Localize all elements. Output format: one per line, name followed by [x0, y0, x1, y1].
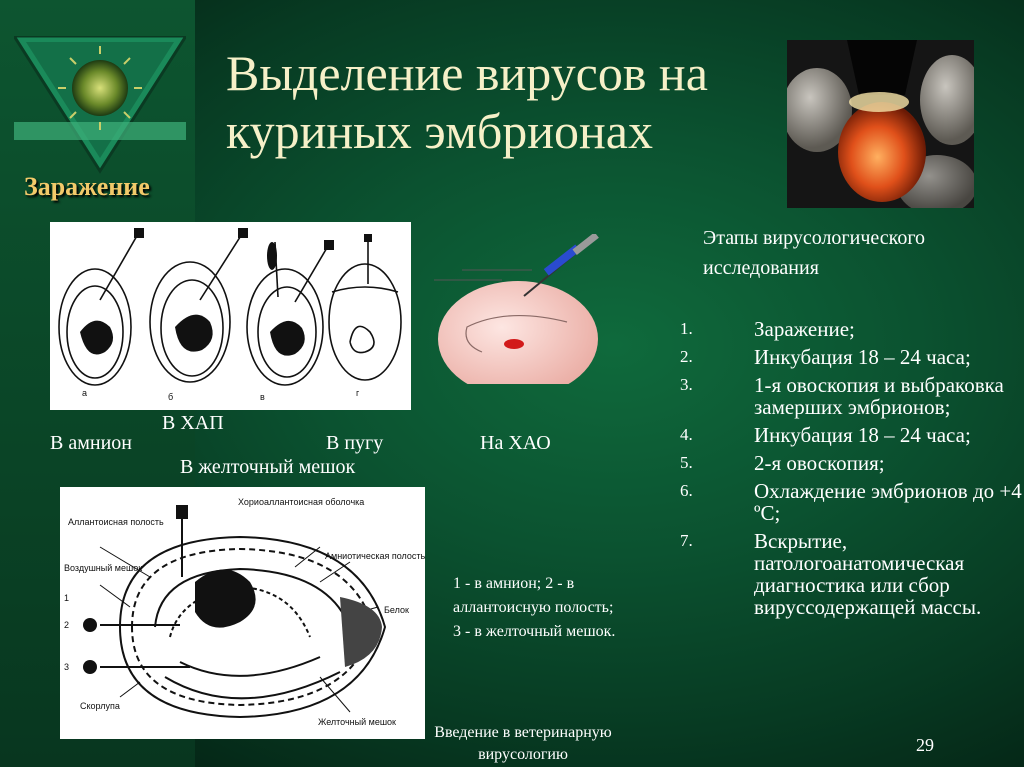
- injection-routes-figure: а б в г: [50, 222, 411, 410]
- list-item: 4.Инкубация 18 – 24 часа;: [680, 423, 971, 447]
- list-item: 3.1-я овоскопия и выбраковка замерших эм…: [680, 373, 1004, 419]
- page-title: Выделение вирусов на куриных эмбрионах: [226, 44, 846, 160]
- title-line-2: куриных эмбрионах: [226, 103, 654, 159]
- list-item: 6.Охлаждение эмбрионов до +4 ºС;: [680, 479, 1022, 525]
- virus-logo-icon: [14, 36, 186, 174]
- list-item: 5.2-я овоскопия;: [680, 451, 885, 475]
- fig2-label-allantois: Аллантоисная полость: [68, 517, 164, 527]
- list-item: 7.Вскрытие, патологоанатомическая диагно…: [680, 529, 982, 619]
- egg-candling-photo: [787, 40, 974, 208]
- fig2-label-n1: 1: [64, 593, 69, 603]
- fig2-label-amnio: Амниотическая полость: [325, 551, 425, 561]
- caption-amnion: В амнион: [50, 432, 132, 454]
- fig2-label-yolk: Желточный мешок: [318, 717, 396, 727]
- cam-injection-figure: [434, 234, 599, 384]
- caption-yolk: В желточный мешок: [180, 456, 356, 478]
- page-number: 29: [916, 735, 934, 755]
- fig1-sublabel-a: а: [82, 388, 87, 398]
- egg-anatomy-figure: Аллантоисная полость Воздушный мешок Хор…: [60, 487, 425, 739]
- fig1-sublabel-d: г: [356, 388, 360, 398]
- list-item: 2.Инкубация 18 – 24 часа;: [680, 345, 971, 369]
- fig2-label-shell: Скорлупа: [80, 701, 120, 711]
- fig2-label-protein: Белок: [384, 605, 409, 615]
- list-item: 1.Заражение;: [680, 317, 855, 341]
- fig1-sublabel-c: в: [260, 392, 265, 402]
- fig1-sublabel-b: б: [168, 392, 173, 402]
- caption-pugu: В пугу: [326, 432, 384, 454]
- fig2-label-chorio: Хориоаллантоисная оболочка: [238, 497, 364, 507]
- caption-hao: На ХАО: [480, 432, 551, 454]
- stages-title: Этапы вирусологического исследования: [703, 227, 926, 279]
- figure-note: 1 - в амнион; 2 - в аллантоисную полость…: [453, 575, 616, 640]
- fig2-label-n2: 2: [64, 620, 69, 630]
- stages-list: 1.Заражение; 2.Инкубация 18 – 24 часа; 3…: [680, 318, 1024, 624]
- section-label: Заражение: [24, 172, 150, 201]
- fig2-label-n3: 3: [64, 662, 69, 672]
- title-line-1: Выделение вирусов на: [226, 45, 708, 101]
- caption-hap: В ХАП: [162, 412, 224, 434]
- footer-text: Введение в ветеринарную вирусологию: [434, 724, 612, 763]
- fig2-label-air: Воздушный мешок: [64, 563, 142, 573]
